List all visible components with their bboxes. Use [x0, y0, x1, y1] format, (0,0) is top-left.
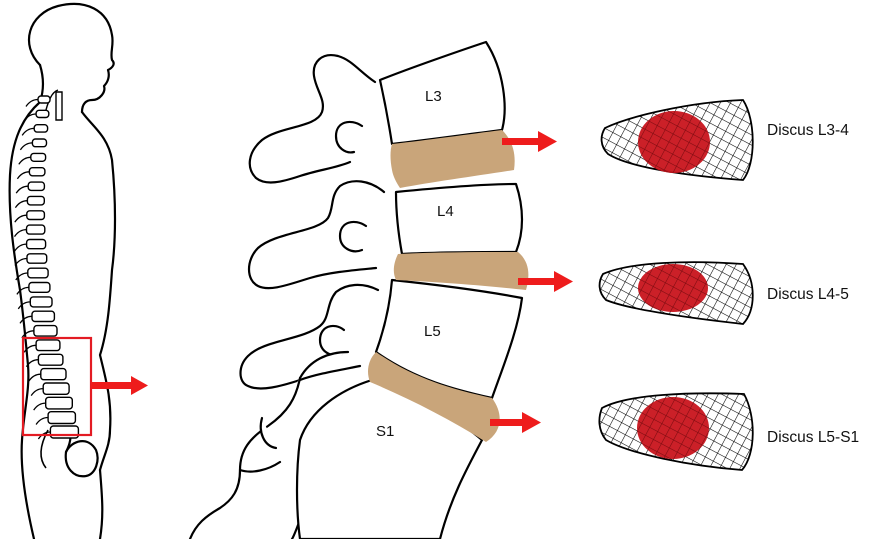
- disc-label-l3-4: Discus L3-4: [767, 122, 849, 140]
- vertebra-l3-body: [380, 42, 505, 144]
- spine-vertebra: [27, 254, 47, 263]
- spine-process: [15, 230, 27, 237]
- spine-process: [15, 215, 27, 222]
- spine-vertebra: [32, 311, 54, 321]
- spine-process: [36, 418, 48, 425]
- spine-process: [16, 186, 28, 193]
- spine-vertebra: [36, 340, 60, 351]
- spine-process: [15, 244, 27, 251]
- spine-vertebra: [30, 297, 52, 307]
- spine-vertebra: [50, 426, 78, 438]
- spine-vertebra: [27, 211, 45, 220]
- spine-process: [15, 201, 27, 208]
- label-s1: S1: [376, 423, 394, 440]
- spine-vertebra: [36, 110, 49, 117]
- spine-vertebra: [43, 383, 69, 394]
- disc-section-l4-5: [600, 262, 753, 324]
- spine-process: [31, 389, 43, 396]
- spine-vertebra: [38, 96, 50, 103]
- spine-vertebra: [27, 225, 45, 234]
- spine-vertebra: [28, 268, 48, 278]
- spine-vertebra: [34, 326, 57, 337]
- disc-label-l5-s1: Discus L5-S1: [767, 429, 859, 447]
- spine-process: [19, 157, 31, 164]
- spine-vertebra: [27, 196, 44, 205]
- disc-cross-sections: [599, 100, 752, 470]
- vertebra-l4-body: [396, 184, 522, 254]
- spine-vertebra: [29, 283, 50, 293]
- spine-vertebra: [46, 397, 73, 409]
- disc-section-l3-4: [602, 100, 753, 180]
- label-l4: L4: [437, 203, 454, 220]
- body-silhouette: [10, 4, 115, 539]
- label-l3: L3: [425, 88, 442, 105]
- spine-process: [20, 316, 32, 323]
- spine-vertebra: [34, 125, 47, 132]
- spine-process: [20, 143, 32, 150]
- spine-vertebra: [29, 168, 45, 176]
- lumbar-spine-detail: [190, 42, 522, 539]
- spine-process: [29, 374, 41, 381]
- disc-section-l5-s1: [599, 393, 752, 470]
- spine-process: [34, 403, 46, 410]
- spine-vertebra: [41, 369, 66, 380]
- spine-vertebra: [38, 354, 63, 365]
- spine-vertebra: [31, 153, 46, 161]
- zoom-arrow: [91, 376, 148, 395]
- disc-label-l4-5: Discus L4-5: [767, 286, 849, 304]
- spine-vertebra: [32, 139, 46, 147]
- spine-vertebra: [28, 182, 44, 190]
- spine-process: [22, 128, 34, 135]
- spine-vertebra: [48, 412, 75, 424]
- spine-vertebra: [27, 240, 46, 249]
- spine-process: [18, 302, 30, 309]
- label-l5: L5: [424, 323, 441, 340]
- spine-process: [17, 172, 29, 179]
